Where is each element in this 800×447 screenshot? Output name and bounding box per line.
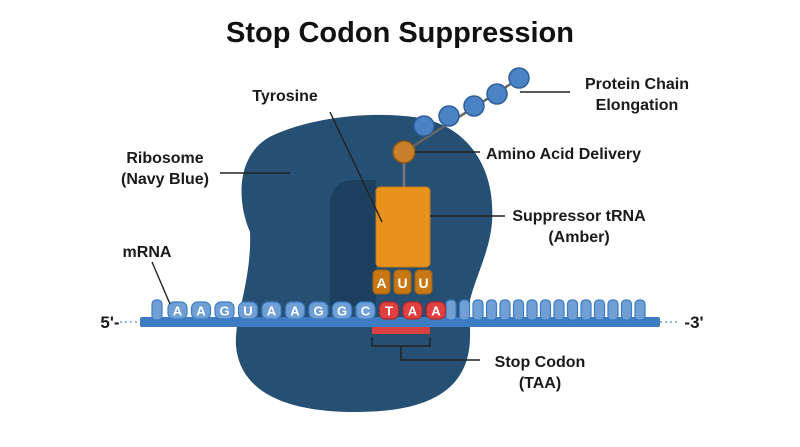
ribosome-channel [330, 180, 376, 306]
base-block [425, 301, 447, 320]
label-mrna: mRNA [123, 244, 172, 261]
anticodon-block [393, 269, 412, 295]
mrna-tooth [539, 299, 552, 321]
base-block [402, 301, 423, 320]
mrna-base: U [237, 301, 259, 320]
mrna-tooth [499, 299, 511, 321]
base-block [331, 301, 353, 320]
anticodon-base: U [414, 269, 433, 295]
page-title: Stop Codon Suppression [226, 17, 574, 49]
mrna-tooth [512, 299, 525, 321]
mrna-base: A [190, 301, 212, 320]
mrna-tooth [593, 299, 606, 321]
label-stop-codon: Stop Codon [495, 354, 586, 371]
anticodon-base: A [372, 269, 391, 295]
label-stop-codon-seq: (TAA) [519, 375, 561, 392]
anticodon-block [372, 269, 391, 295]
protein-chain [413, 67, 530, 137]
amino-acid [392, 140, 416, 164]
leader-mrna [151, 261, 171, 305]
mrna-base: G [308, 301, 329, 320]
base-letter: U [243, 304, 252, 319]
label-ribosome: Ribosome [126, 150, 203, 167]
base-block [190, 301, 212, 320]
leader-stop-codon [371, 337, 480, 361]
base-block [167, 301, 188, 320]
base-letter: T [385, 304, 393, 319]
base-letter: A [408, 304, 418, 319]
label-ribosome-color: (Navy Blue) [121, 171, 209, 188]
label-trna-color: (Amber) [548, 229, 609, 246]
label-amino-acid-delivery: Amino Acid Delivery [486, 146, 641, 163]
mrna-base: A [261, 301, 282, 320]
anticodon-letter: U [418, 275, 428, 291]
base-block [355, 301, 376, 320]
mrna-base: A [167, 301, 188, 320]
stop-codon-base: A [425, 301, 447, 320]
base-block [284, 301, 306, 320]
mrna-base: G [214, 301, 235, 320]
leader-tyrosine [329, 111, 383, 223]
base-letter: A [290, 304, 300, 319]
base-letter: G [219, 304, 229, 319]
mrna-tooth [634, 299, 646, 321]
base-letter: A [196, 304, 206, 319]
mrna-tooth [151, 299, 163, 321]
mrna-tooth [566, 299, 579, 321]
mrna-tooth [553, 299, 565, 321]
mrna-tooth [472, 299, 484, 321]
mrna-tooth [607, 299, 619, 321]
mrna-base: A [284, 301, 306, 320]
label-tyrosine: Tyrosine [252, 88, 318, 105]
stop-codon-bar [372, 327, 430, 334]
mrna-tooth [458, 299, 471, 321]
base-letter: G [337, 304, 347, 319]
mrna-tooth [526, 299, 538, 321]
protein-bead [438, 105, 460, 127]
protein-bead [413, 115, 435, 137]
base-letter: A [267, 304, 277, 319]
stop-codon-base: A [402, 301, 423, 320]
protein-bead [463, 95, 485, 117]
base-letter: C [361, 304, 371, 319]
anticodon-letter: U [397, 275, 407, 291]
label-suppressor-trna: Suppressor tRNA [512, 208, 646, 225]
label-protein-elongation: Elongation [596, 97, 679, 114]
base-block [308, 301, 329, 320]
base-letter: A [173, 304, 183, 319]
stop-codon-base: T [378, 301, 400, 320]
suppressor-trna [375, 186, 431, 268]
mrna-tooth [620, 299, 633, 321]
anticodon-letter: A [376, 275, 386, 291]
base-block [261, 301, 282, 320]
mrna-base: C [355, 301, 376, 320]
mrna-tooth [580, 299, 592, 321]
base-block [237, 301, 259, 320]
mrna-base: G [331, 301, 353, 320]
base-block [378, 301, 400, 320]
protein-bead [486, 83, 508, 105]
base-letter: G [313, 304, 323, 319]
base-letter: A [431, 304, 441, 319]
label-five-prime: 5'- [100, 313, 119, 332]
protein-bead [508, 67, 530, 89]
base-block [214, 301, 235, 320]
anticodon-base: U [393, 269, 412, 295]
label-protein-chain: Protein Chain [585, 76, 689, 93]
mrna-tooth [445, 299, 457, 321]
mrna-teeth [151, 299, 646, 321]
label-three-prime: -3' [684, 313, 703, 332]
anticodon-block [414, 269, 433, 295]
mrna-tooth [485, 299, 498, 321]
